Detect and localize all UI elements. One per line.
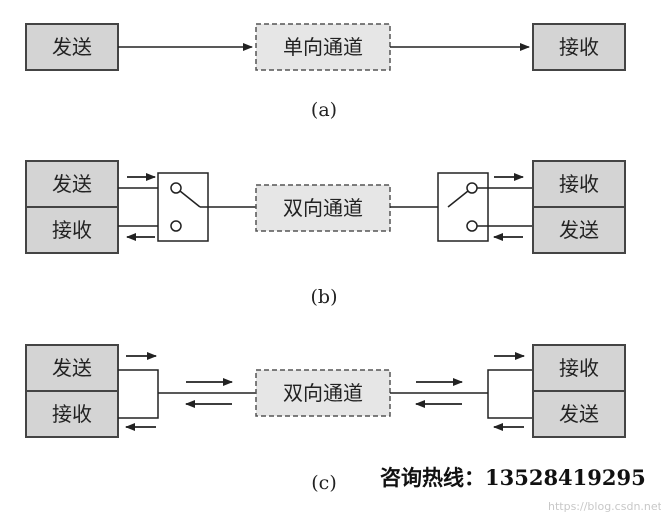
left-bracket (118, 369, 159, 419)
left-receive-label-c: 接收 (52, 402, 92, 426)
panel-c: 发送 接收 双向通道 接收 发送 (c) (25, 344, 626, 494)
right-send-box-c (532, 390, 626, 438)
left-switch-contact-top (170, 182, 182, 194)
two-way-channel-label-c: 双向通道 (283, 381, 363, 405)
left-receive-box-c (25, 390, 119, 438)
right-receive-label-c: 接收 (559, 356, 599, 380)
right-receive-box (532, 160, 626, 208)
right-receive-label: 接收 (559, 172, 599, 196)
panel-b: 发送 接收 双向通道 接收 发送 (b) (25, 160, 626, 308)
caption-b: (b) (311, 286, 338, 308)
right-bracket (487, 369, 533, 419)
send-label: 发送 (52, 35, 92, 59)
send-box (25, 23, 119, 71)
two-way-channel-label-b: 双向通道 (283, 196, 363, 220)
right-switch-contact-top (466, 182, 478, 194)
left-send-label-c: 发送 (52, 356, 92, 380)
one-way-channel-box (255, 23, 391, 71)
left-send-box (25, 160, 119, 208)
two-way-channel-box-b (255, 184, 391, 232)
right-switch-contact-bottom (466, 220, 478, 232)
caption-a: (a) (311, 99, 337, 121)
right-send-label-c: 发送 (559, 402, 599, 426)
left-send-box-c (25, 344, 119, 392)
caption-c: (c) (311, 472, 336, 494)
right-send-box (532, 206, 626, 254)
receive-label: 接收 (559, 35, 599, 59)
one-way-channel-label: 单向通道 (283, 35, 363, 59)
panel-a: 发送 单向通道 接收 (a) (25, 23, 626, 121)
receive-box (532, 23, 626, 71)
left-receive-box (25, 206, 119, 254)
right-send-label: 发送 (559, 218, 599, 242)
watermark-text: https://blog.csdn.net (548, 500, 661, 513)
right-switch-box (437, 172, 489, 242)
left-switch-blade (179, 190, 201, 208)
left-receive-label: 接收 (52, 218, 92, 242)
hotline-text: 咨询热线：13528419295 (380, 465, 646, 490)
right-receive-box-c (532, 344, 626, 392)
two-way-channel-box-c (255, 369, 391, 417)
right-switch-blade (447, 190, 469, 208)
left-send-label: 发送 (52, 172, 92, 196)
left-switch-contact-bottom (170, 220, 182, 232)
